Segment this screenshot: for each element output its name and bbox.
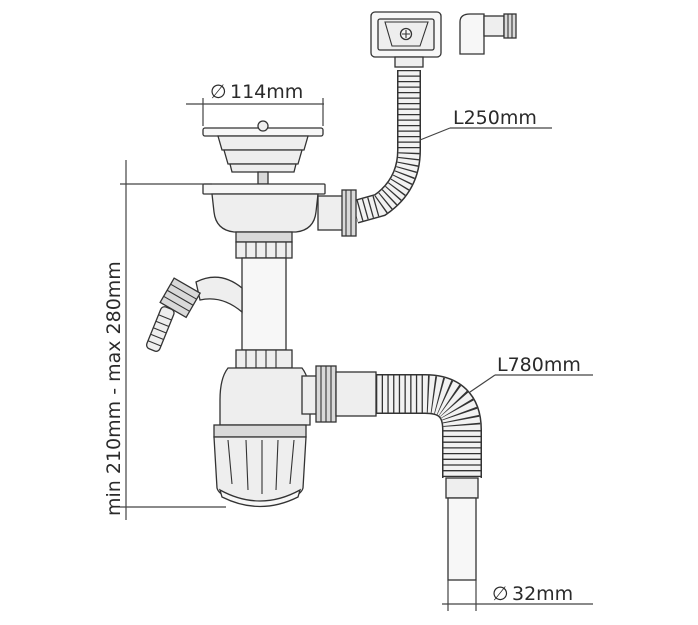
dimension-drain-hose: L780mm — [469, 354, 593, 393]
sink-drain-body — [202, 183, 357, 259]
bottle-trap — [213, 367, 311, 508]
overflow-grate — [370, 11, 442, 68]
diameter-outlet-symbol: ∅ — [492, 583, 509, 605]
overflow-hose-length-label: L250mm — [453, 107, 537, 129]
dimension-diameter-top: ∅ 114mm — [186, 81, 324, 126]
dimension-diameter-outlet: ∅ 32mm — [442, 580, 593, 611]
appliance-inlet — [145, 276, 243, 352]
drain-hose-length-label: L780mm — [497, 354, 581, 376]
overflow-hose — [351, 70, 421, 224]
height-range-label: min 210mm - max 280mm — [103, 261, 125, 516]
diameter-symbol: ∅ — [210, 81, 227, 103]
diameter-outlet-label: 32mm — [512, 583, 573, 605]
trap-outlet-connector — [301, 365, 377, 423]
vertical-pipe — [235, 257, 293, 369]
drain-hose — [376, 374, 482, 581]
dimension-overflow-hose: L250mm — [419, 107, 552, 141]
diameter-top-label: 114mm — [230, 81, 303, 103]
overflow-connector-part — [459, 13, 517, 55]
dimension-height-range: min 210mm - max 280mm — [103, 160, 226, 520]
strainer-basket — [202, 120, 324, 185]
